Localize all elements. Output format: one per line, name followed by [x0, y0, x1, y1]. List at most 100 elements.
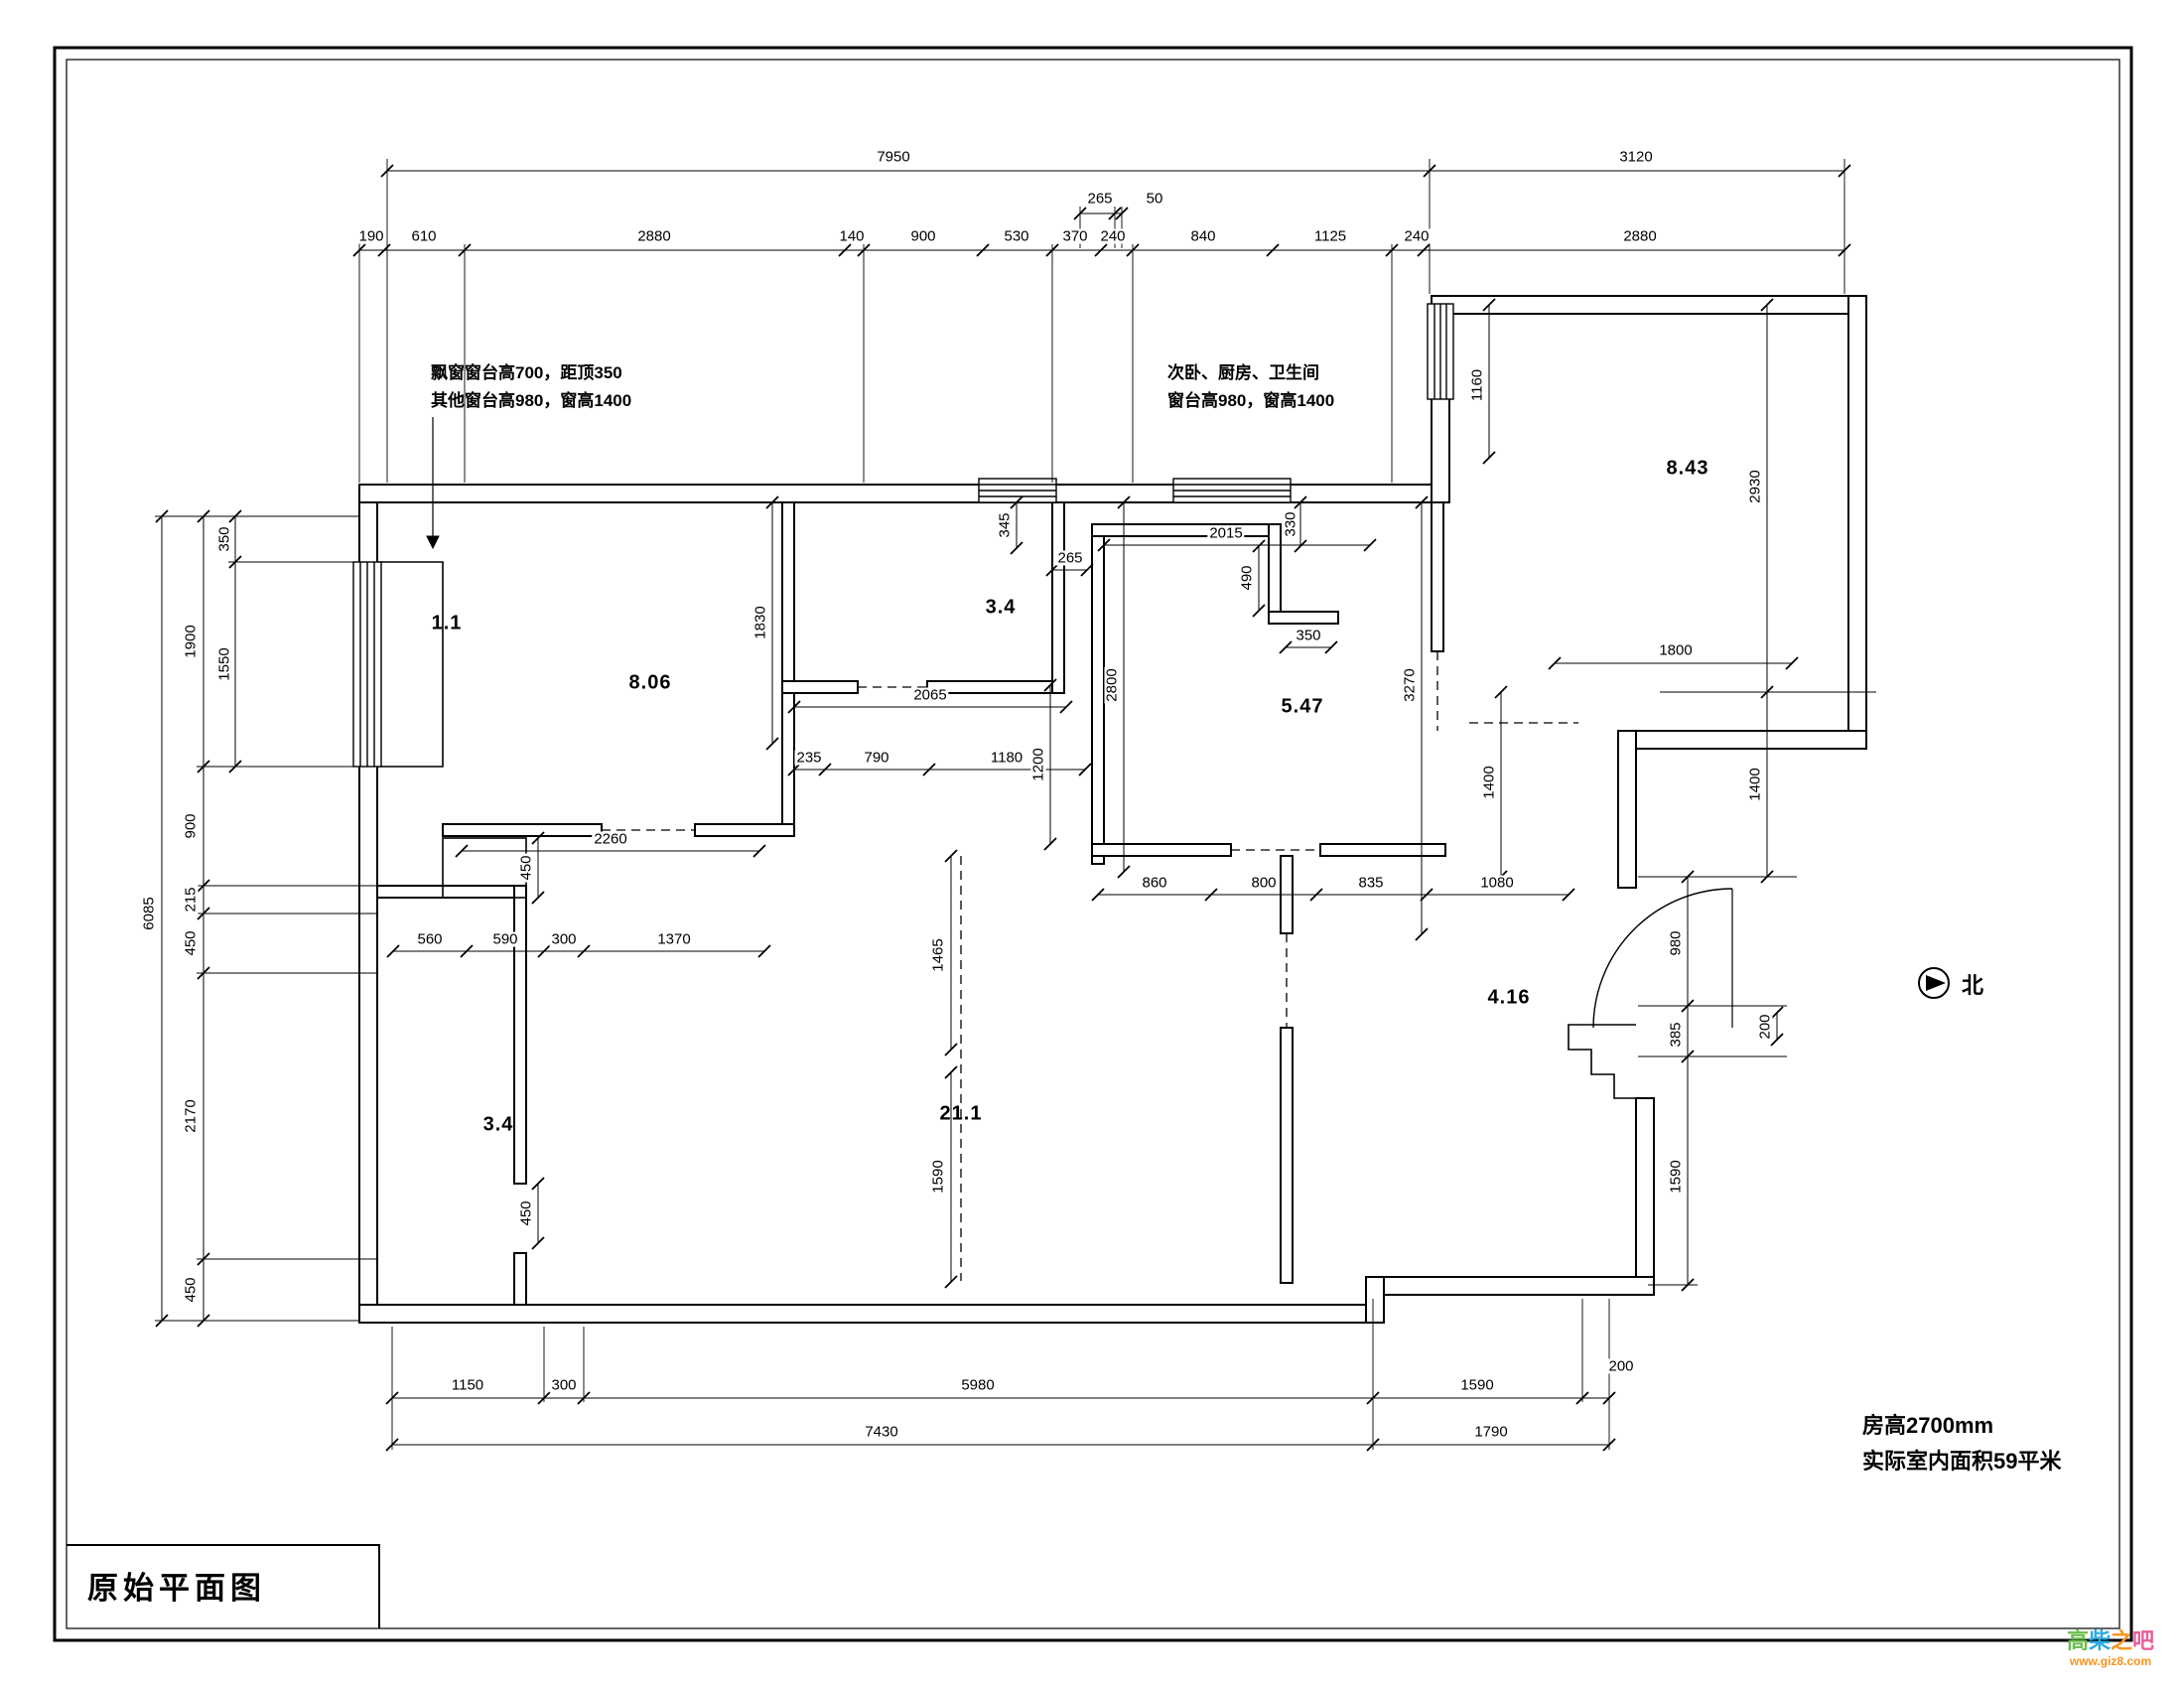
dim-label: 1590	[1458, 1376, 1496, 1394]
dim-label: 840	[1188, 227, 1218, 245]
dim-label: 240	[1098, 227, 1128, 245]
dim-label: 300	[549, 930, 579, 948]
dim-label: 790	[862, 749, 891, 767]
room-area-label: 8.43	[1666, 457, 1709, 480]
dim-label: 900	[182, 811, 200, 841]
floor-area-note: 实际室内面积59平米	[1862, 1449, 2062, 1474]
dim-label: 1200	[1029, 746, 1047, 783]
dim-label: 2260	[592, 830, 629, 848]
dim-label: 1550	[215, 645, 233, 683]
dim-label: 3270	[1401, 666, 1419, 704]
dim-label: 590	[490, 930, 520, 948]
dim-label: 1180	[988, 749, 1025, 767]
dim-label: 7950	[875, 148, 912, 166]
watermark: 高柴之吧 www.giz8.com	[2043, 1628, 2178, 1669]
dim-label: 450	[182, 928, 200, 958]
bay-window-note: 飘窗窗台高700，距顶350 其他窗台高980，窗高1400	[431, 359, 631, 415]
dim-label: 1150	[449, 1376, 486, 1394]
dim-label: 1800	[1657, 641, 1695, 659]
dim-label: 330	[1282, 509, 1299, 539]
dim-label: 3120	[1617, 148, 1655, 166]
dim-label: 450	[182, 1275, 200, 1305]
dim-label: 200	[1756, 1012, 1774, 1042]
dim-label: 610	[409, 227, 439, 245]
dim-label: 1590	[1667, 1158, 1685, 1196]
dim-label: 2800	[1103, 666, 1121, 704]
dim-label: 265	[1055, 549, 1085, 567]
dim-label: 2170	[182, 1097, 200, 1135]
room-area-label: 21.1	[939, 1102, 983, 1125]
dim-label: 860	[1140, 874, 1169, 892]
dimension-ticks	[155, 164, 1851, 1452]
dim-label: 1160	[1468, 366, 1486, 404]
dim-label: 1790	[1472, 1423, 1510, 1441]
dim-label: 1465	[929, 936, 947, 974]
dim-label: 5980	[959, 1376, 997, 1394]
room-area-label: 1.1	[431, 612, 463, 634]
dim-label: 6085	[140, 895, 158, 932]
dim-label: 1400	[1746, 766, 1764, 803]
dim-label: 1080	[1478, 874, 1516, 892]
dim-label: 2880	[635, 227, 673, 245]
room-area-label: 5.47	[1281, 695, 1324, 718]
watermark-logo: 高柴之吧	[2066, 1628, 2155, 1653]
dim-label: 450	[517, 1198, 535, 1228]
dim-label: 560	[415, 930, 445, 948]
secondary-rooms-note: 次卧、厨房、卫生间 窗台高980，窗高1400	[1167, 359, 1334, 415]
dim-label: 800	[1249, 874, 1279, 892]
dim-label: 370	[1060, 227, 1090, 245]
north-label: 北	[1962, 973, 1984, 998]
dim-label: 50	[1144, 190, 1165, 208]
dim-label: 190	[356, 227, 386, 245]
dim-label: 1590	[929, 1158, 947, 1196]
dim-label: 235	[794, 749, 824, 767]
room-area-label: 3.4	[482, 1113, 514, 1136]
dim-label: 215	[182, 885, 200, 914]
note-line: 次卧、厨房、卫生间	[1167, 363, 1319, 382]
dim-label: 300	[549, 1376, 579, 1394]
dim-label: 1830	[751, 604, 769, 641]
dashed-lines	[602, 651, 1578, 1281]
dim-label: 1125	[1311, 227, 1349, 245]
ceiling-height-note: 房高2700mm	[1862, 1413, 1994, 1438]
dim-label: 980	[1667, 928, 1685, 958]
dim-label: 530	[1002, 227, 1031, 245]
dim-label: 2065	[911, 686, 949, 704]
dim-label: 7430	[863, 1423, 900, 1441]
dim-label: 140	[837, 227, 867, 245]
dim-label: 2880	[1621, 227, 1659, 245]
note-line: 窗台高980，窗高1400	[1167, 391, 1335, 410]
sheet-border	[53, 46, 2133, 1642]
door-swing	[1592, 888, 1733, 1029]
room-area-label: 4.16	[1487, 986, 1531, 1009]
plan-info: 房高2700mm 实际室内面积59平米	[1862, 1408, 2061, 1479]
dim-label: 240	[1402, 227, 1432, 245]
dim-label: 1400	[1480, 764, 1498, 801]
dim-label: 2015	[1207, 524, 1245, 542]
watermark-url: www.giz8.com	[2069, 1654, 2152, 1669]
dim-label: 1900	[182, 623, 200, 660]
north-arrow-icon	[1918, 967, 1950, 999]
dim-label: 345	[996, 510, 1014, 540]
dim-label: 2930	[1746, 468, 1764, 505]
walls	[358, 295, 1867, 1324]
note-line: 其他窗台高980，窗高1400	[431, 391, 632, 410]
room-area-label: 3.4	[985, 596, 1017, 619]
note-leader	[426, 417, 440, 550]
dim-label: 350	[215, 524, 233, 554]
dim-label: 450	[517, 853, 535, 883]
dim-label: 490	[1238, 563, 1256, 593]
dimension-lines	[161, 170, 1844, 1446]
dim-label: 835	[1356, 874, 1386, 892]
drawing-title: 原始平面图	[87, 1571, 266, 1606]
room-area-label: 8.06	[628, 671, 672, 694]
dim-label: 900	[908, 227, 938, 245]
dim-label: 385	[1667, 1020, 1685, 1050]
dim-label: 1370	[655, 930, 693, 948]
dim-label: 350	[1294, 627, 1323, 644]
window-symbols	[352, 303, 1454, 768]
dim-label: 200	[1606, 1357, 1636, 1375]
note-line: 飘窗窗台高700，距顶350	[431, 363, 622, 382]
